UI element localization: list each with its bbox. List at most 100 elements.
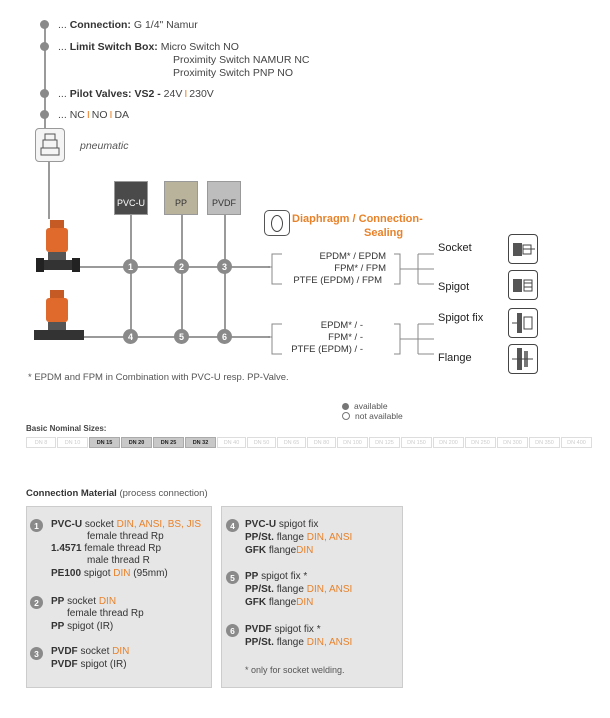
diaphragm-title-line-2: Sealing (364, 227, 404, 239)
material-pvdf: PVDF (207, 181, 241, 215)
nominal-size-cell: DN 32 (185, 437, 216, 448)
group-3-line-1: PVDF socket DIN (51, 646, 130, 657)
actuator-stem (48, 161, 50, 219)
nominal-size-cell: DN 200 (433, 437, 464, 448)
diaphragm-title-line-1: Diaphragm / Connection- (292, 213, 423, 225)
number-6: 6 (217, 329, 232, 344)
group-number-3: 3 (30, 647, 43, 660)
available-dot-icon (342, 402, 349, 410)
nominal-size-cell: DN 15 (89, 437, 120, 448)
connection-spigot-label: Spigot (438, 281, 470, 293)
seal-brackets-top (268, 253, 434, 285)
group-1-line-3: 1.4571 female thread Rp (51, 543, 162, 554)
group-1-line-2: female thread Rp (87, 531, 164, 542)
nominal-size-cell: DN 125 (369, 437, 400, 448)
group-4-line-1: PVC-U spigot fix (245, 519, 319, 530)
group-6-line-2: PP/St. flange DIN, ANSI (245, 637, 353, 648)
group-2-line-1: PP socket DIN (51, 596, 117, 607)
nominal-size-cell: DN 80 (307, 437, 336, 448)
nominal-size-cell: DN 65 (277, 437, 306, 448)
option-dot (40, 42, 49, 51)
option-dot (40, 20, 49, 29)
group-1-line-1: PVC-U socket DIN, ANSI, BS, JIS (51, 519, 202, 530)
number-2: 2 (174, 259, 189, 274)
material-pvc-u: PVC-U (114, 181, 148, 215)
valve-socket-icon (36, 220, 80, 272)
nominal-sizes-title: Basic Nominal Sizes: (26, 424, 107, 433)
seal-top-3: PTFE (EPDM) / FPM (293, 275, 382, 286)
connection-material-subtitle: (process connection) (119, 488, 208, 499)
connection-socket-label: Socket (438, 242, 472, 254)
group-1-line-4: male thread R (87, 555, 150, 566)
nominal-size-cell: DN 150 (401, 437, 432, 448)
material-line-3 (224, 215, 226, 337)
footnote: * EPDM and FPM in Combination with PVC-U… (28, 372, 289, 383)
number-5: 5 (174, 329, 189, 344)
group-number-6: 6 (226, 624, 239, 637)
pneumatic-actuator-icon (35, 128, 65, 162)
option-dot (40, 110, 49, 119)
nominal-size-cell: DN 25 (153, 437, 184, 448)
group-2-line-2: female thread Rp (67, 608, 144, 619)
nominal-size-cell: DN 8 (26, 437, 56, 448)
legend-available-label: available (354, 401, 388, 411)
group-5-line-2: PP/St. flange DIN, ANSI (245, 584, 353, 595)
seal-brackets-bottom (268, 323, 434, 355)
socket-welding-note: * only for socket welding. (245, 665, 345, 675)
options-stem (44, 22, 46, 129)
seal-top-1: EPDM* / EPDM (319, 251, 386, 262)
group-5-line-1: PP spigot fix * (245, 571, 308, 582)
spigot-fix-connection-icon (508, 308, 538, 338)
option-connection: ... Connection: G 1/4" Namur (58, 19, 198, 31)
socket-connection-icon (508, 234, 538, 264)
material-pp: PP (164, 181, 198, 215)
seal-bottom-3: PTFE (EPDM) / - (291, 344, 363, 355)
nominal-size-cell: DN 40 (217, 437, 246, 448)
option-dot (40, 89, 49, 98)
nominal-size-cell: DN 100 (337, 437, 368, 448)
nominal-size-cell: DN 20 (121, 437, 152, 448)
material-panel-left (26, 506, 212, 688)
seal-bottom-1: EPDM* / - (320, 320, 363, 331)
number-3: 3 (217, 259, 232, 274)
nominal-size-cell: DN 400 (561, 437, 592, 448)
group-4-line-3: GFK flangeDIN (245, 545, 314, 556)
option-limit-switch-3: Proximity Switch PNP NO (173, 67, 293, 79)
spigot-connection-icon (508, 270, 538, 300)
group-6-line-1: PVDF spigot fix * (245, 624, 321, 635)
seal-top-2: FPM* / FPM (334, 263, 386, 274)
connection-material-title: Connection Material (process connection) (26, 488, 208, 499)
group-5-line-3: GFK flangeDIN (245, 597, 314, 608)
connection-flange-label: Flange (438, 352, 472, 364)
group-number-1: 1 (30, 519, 43, 532)
actuator-label: pneumatic (80, 140, 129, 152)
group-2-line-3: PP spigot (IR) (51, 621, 114, 632)
group-number-4: 4 (226, 519, 239, 532)
group-3-line-2: PVDF spigot (IR) (51, 659, 127, 670)
legend-not-available-label: not available (355, 411, 403, 421)
valve-spigot-icon (34, 290, 84, 340)
number-1: 1 (123, 259, 138, 274)
legend-not-available: not available (342, 411, 403, 421)
seal-bottom-2: FPM* / - (328, 332, 363, 343)
nominal-size-cell: DN 250 (465, 437, 496, 448)
material-panel-right (221, 506, 403, 688)
diaphragm-icon (264, 210, 290, 236)
option-limit-switch-2: Proximity Switch NAMUR NC (173, 54, 310, 66)
nominal-size-cell: DN 350 (529, 437, 560, 448)
group-number-2: 2 (30, 596, 43, 609)
number-4: 4 (123, 329, 138, 344)
connection-material-heading: Connection Material (26, 488, 117, 499)
group-4-line-2: PP/St. flange DIN, ANSI (245, 532, 353, 543)
material-line-1 (130, 215, 132, 337)
connection-spigot-fix-label: Spigot fix (438, 312, 484, 324)
nominal-size-cell: DN 50 (247, 437, 276, 448)
diaphragm-title: Diaphragm / Connection- Sealing (292, 212, 423, 240)
group-1-line-5: PE100 spigot DIN (95mm) (51, 568, 168, 579)
nominal-size-cell: DN 300 (497, 437, 528, 448)
flange-connection-icon (508, 344, 538, 374)
nominal-size-cell: DN 10 (57, 437, 88, 448)
